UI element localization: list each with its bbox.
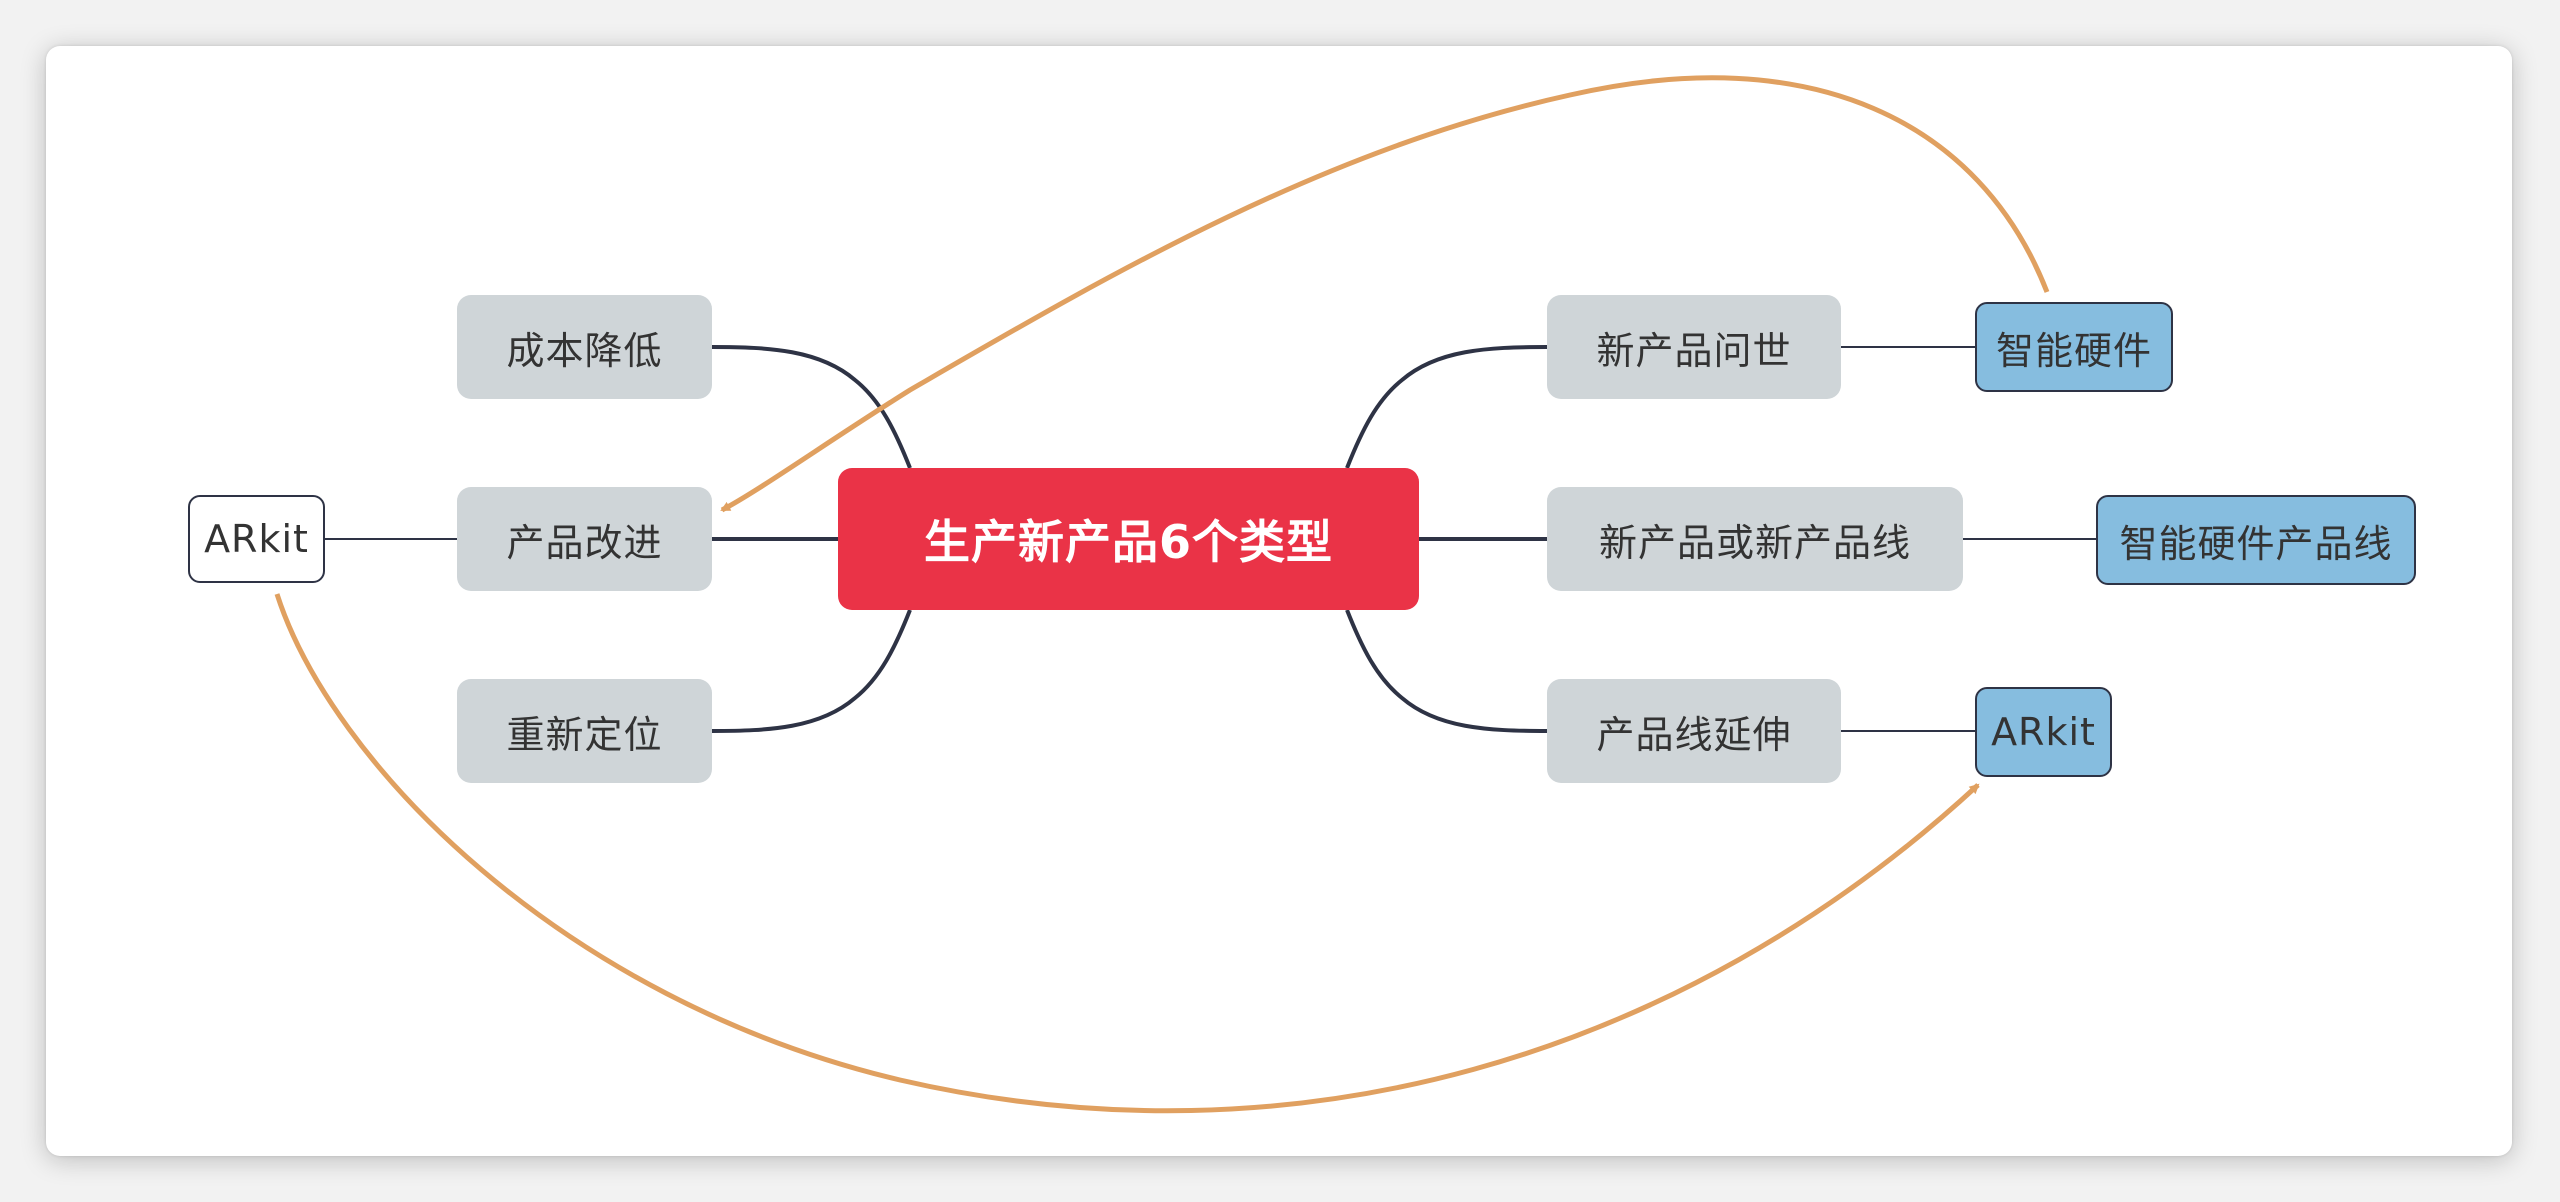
connector-new-product [1345, 345, 1548, 469]
subtopic-arkit-right[interactable]: ARkit [1975, 687, 2112, 777]
subtopic-label: ARkit [204, 517, 309, 561]
connector-line-extension [1345, 609, 1548, 733]
branch-label: 新产品或新产品线 [1598, 520, 1911, 565]
branch-cost-reduction[interactable]: 成本降低 [457, 295, 712, 399]
subtopic-label: 智能硬件产品线 [2119, 521, 2393, 566]
branch-label: 成本降低 [506, 328, 663, 373]
connector-repositioning [711, 609, 912, 733]
branch-new-product-line[interactable]: 新产品或新产品线 [1547, 487, 1963, 591]
branch-repositioning[interactable]: 重新定位 [457, 679, 712, 783]
branch-product-improvement[interactable]: 产品改进 [457, 487, 712, 591]
relationship-arrow-top [720, 75, 2050, 513]
branch-line-extension[interactable]: 产品线延伸 [1547, 679, 1841, 783]
branch-label: 重新定位 [506, 712, 663, 757]
central-topic-label: 生产新产品6个类型 [923, 515, 1333, 569]
subtopic-label: ARkit [1991, 710, 2096, 754]
branch-label: 产品线延伸 [1596, 712, 1792, 757]
connector-cost-reduction [711, 345, 912, 469]
subtopic-smart-hardware[interactable]: 智能硬件 [1975, 302, 2173, 392]
branch-label: 新产品问世 [1596, 328, 1792, 373]
subtopic-label: 智能硬件 [1995, 328, 2152, 373]
subtopic-arkit-left[interactable]: ARkit [188, 495, 325, 583]
branch-new-product[interactable]: 新产品问世 [1547, 295, 1841, 399]
relationship-arrow-bottom [274, 593, 1980, 1114]
branch-label: 产品改进 [506, 520, 663, 565]
subtopic-smart-hardware-line[interactable]: 智能硬件产品线 [2096, 495, 2416, 585]
central-topic[interactable]: 生产新产品6个类型 [838, 468, 1419, 610]
